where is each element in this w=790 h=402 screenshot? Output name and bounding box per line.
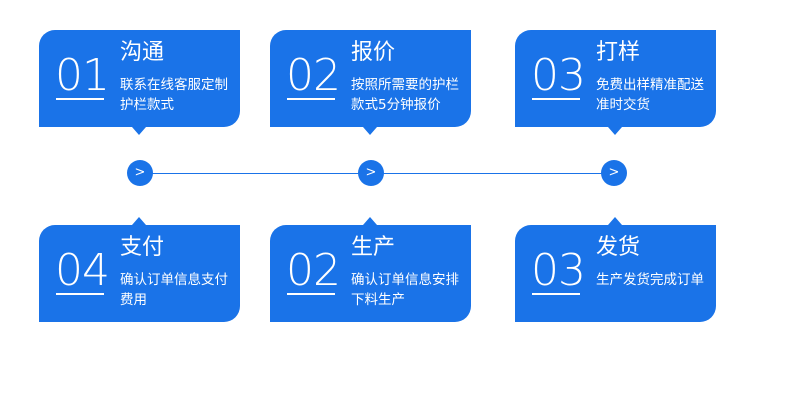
timeline-node-arrow-icon: >: [127, 160, 153, 186]
step-title: 支付: [120, 235, 165, 260]
pointer-down-arrow: [132, 127, 146, 135]
step-number-underline: [532, 98, 580, 100]
step-card-quote: 02 报价 按照所需要的护栏款式5分钟报价: [270, 30, 471, 127]
timeline-node-arrow-icon: >: [358, 160, 384, 186]
step-number: 04: [55, 245, 110, 296]
step-card-sample: 03 打样 免费出样精准配送准时交货: [515, 30, 716, 127]
step-description: 生产发货完成订单: [596, 272, 704, 288]
step-title: 发货: [596, 235, 641, 260]
step-number-underline: [56, 293, 104, 295]
pointer-down-arrow: [363, 127, 377, 135]
step-number-underline: [287, 293, 335, 295]
pointer-up-arrow: [608, 217, 622, 225]
timeline-node-arrow-icon: >: [601, 160, 627, 186]
step-card-shipping: 03 发货 生产发货完成订单: [515, 225, 716, 322]
step-description: 确认订单信息支付费用: [120, 272, 228, 308]
step-description: 按照所需要的护栏款式5分钟报价: [351, 77, 459, 113]
step-description: 联系在线客服定制护栏款式: [120, 77, 228, 113]
step-card-production: 02 生产 确认订单信息安排下料生产: [270, 225, 471, 322]
pointer-up-arrow: [132, 217, 146, 225]
step-number: 03: [531, 50, 586, 101]
step-card-communicate: 01 沟通 联系在线客服定制护栏款式: [39, 30, 240, 127]
step-title: 打样: [596, 40, 641, 65]
pointer-down-arrow: [608, 127, 622, 135]
step-description: 确认订单信息安排下料生产: [351, 272, 459, 308]
step-number: 02: [286, 50, 341, 101]
pointer-up-arrow: [363, 217, 377, 225]
step-number: 03: [531, 245, 586, 296]
step-description: 免费出样精准配送准时交货: [596, 77, 704, 113]
step-number: 02: [286, 245, 341, 296]
step-title: 生产: [351, 235, 396, 260]
step-title: 沟通: [120, 40, 165, 65]
step-number-underline: [56, 98, 104, 100]
step-number-underline: [287, 98, 335, 100]
step-number: 01: [55, 50, 110, 101]
step-number-underline: [532, 293, 580, 295]
step-card-payment: 04 支付 确认订单信息支付费用: [39, 225, 240, 322]
step-title: 报价: [351, 40, 396, 65]
